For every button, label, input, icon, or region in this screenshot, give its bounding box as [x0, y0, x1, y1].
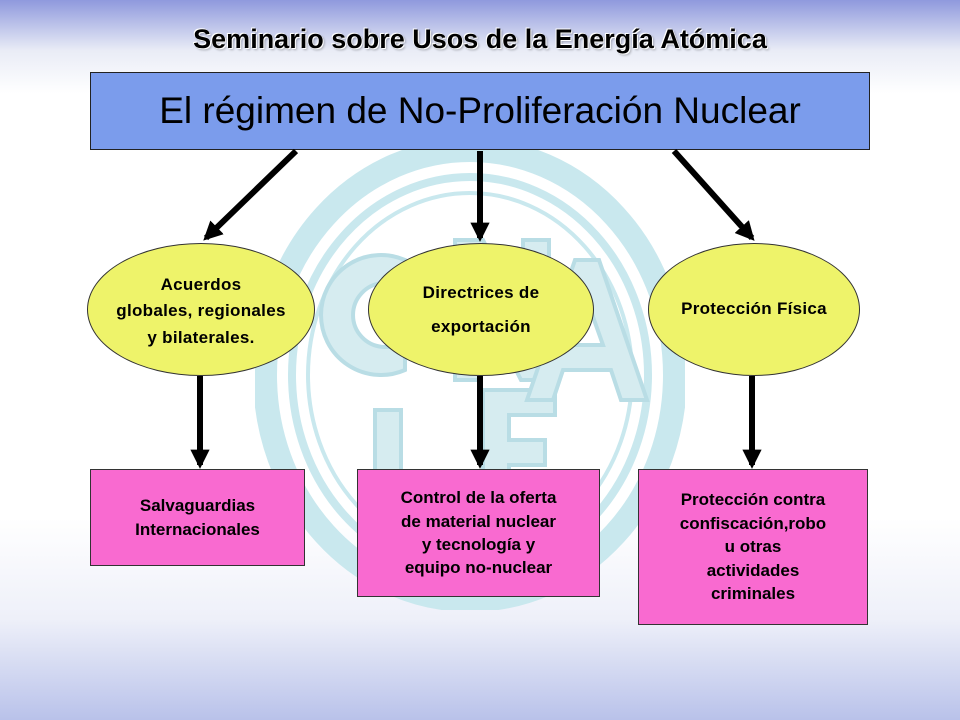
- oval-acuerdos-line-2: globales, regionales: [116, 301, 286, 321]
- box-control-oferta-line-2: de material nuclear: [401, 511, 556, 531]
- box-salvaguardias-line-1: Salvaguardias: [139, 496, 256, 516]
- box-control-oferta-line-1: Control de la oferta: [400, 488, 557, 508]
- oval-acuerdos-line-1: Acuerdos: [160, 274, 242, 294]
- box-proteccion-contra: Protección contra confiscación,robo u ot…: [638, 469, 868, 625]
- arrow-title-to-acuerdos: [203, 148, 299, 241]
- oval-directrices-line-2: exportación: [431, 316, 531, 336]
- oval-acuerdos-line-3: y bilaterales.: [147, 327, 255, 347]
- box-salvaguardias-line-2: Internacionales: [135, 519, 260, 539]
- oval-directrices: Directrices de exportación: [368, 243, 594, 376]
- oval-proteccion-fisica: Protección Física: [648, 243, 860, 376]
- box-proteccion-contra-line-1: Protección contra: [680, 490, 826, 510]
- box-salvaguardias: Salvaguardias Internacionales: [90, 469, 305, 566]
- box-control-oferta-line-3: y tecnología y: [421, 535, 536, 554]
- diagram-title: El régimen de No-Proliferación Nuclear: [159, 90, 801, 131]
- box-proteccion-contra-line-5: criminales: [710, 584, 796, 604]
- box-proteccion-contra-line-2: confiscación,robo: [679, 513, 827, 533]
- oval-proteccion-fisica-line-1: Protección Física: [681, 299, 827, 319]
- diagram-title-box: El régimen de No-Proliferación Nuclear: [90, 72, 870, 150]
- box-proteccion-contra-line-4: actividades: [706, 560, 800, 580]
- box-control-oferta: Control de la oferta de material nuclear…: [357, 469, 600, 597]
- box-control-oferta-line-4: equipo no-nuclear: [404, 558, 553, 578]
- arrow-title-to-proteccion: [671, 148, 755, 241]
- box-proteccion-contra-line-3: u otras: [724, 537, 782, 557]
- oval-directrices-line-1: Directrices de: [422, 282, 540, 302]
- oval-acuerdos: Acuerdos globales, regionales y bilatera…: [87, 243, 315, 376]
- seminar-header: Seminario sobre Usos de la Energía Atómi…: [193, 24, 767, 54]
